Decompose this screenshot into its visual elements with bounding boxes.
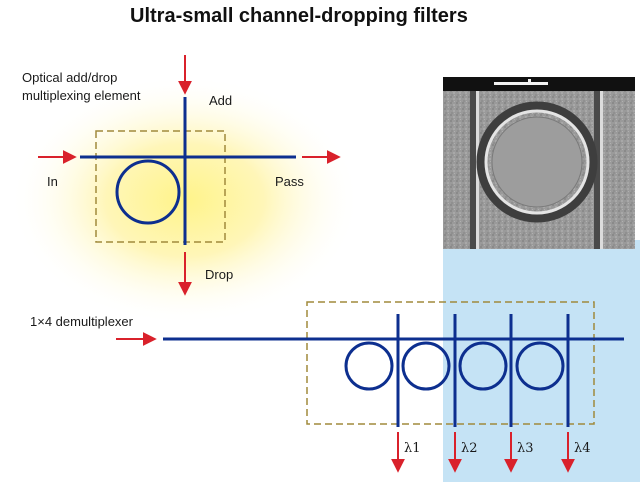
add-drop-caption-line1: Optical add/drop bbox=[22, 70, 117, 85]
channel-label-3: λ3 bbox=[517, 441, 534, 456]
label-in: In bbox=[47, 174, 58, 189]
demux-ring-2 bbox=[401, 341, 451, 391]
channel-label-4: λ4 bbox=[574, 441, 591, 456]
demux-ring-4 bbox=[515, 341, 565, 391]
demux-dashed-box bbox=[306, 301, 595, 425]
label-add: Add bbox=[209, 93, 232, 108]
add-drop-ring-resonator bbox=[115, 159, 181, 225]
background-panel bbox=[443, 240, 640, 482]
channel-label-1: λ1 bbox=[404, 441, 421, 456]
add-drop-caption-line2: multiplexing element bbox=[22, 88, 141, 103]
demux-ring-1 bbox=[344, 341, 394, 391]
add-drop-dashed-box bbox=[95, 130, 226, 243]
figure-title: Ultra-small channel-dropping filters bbox=[130, 5, 468, 27]
channel-label-2: λ2 bbox=[461, 441, 478, 456]
demux-ring-3 bbox=[458, 341, 508, 391]
demux-caption: 1×4 demultiplexer bbox=[30, 314, 134, 329]
ring-resonator-micrograph bbox=[443, 77, 635, 249]
label-pass: Pass bbox=[275, 174, 304, 189]
label-drop: Drop bbox=[205, 267, 233, 282]
